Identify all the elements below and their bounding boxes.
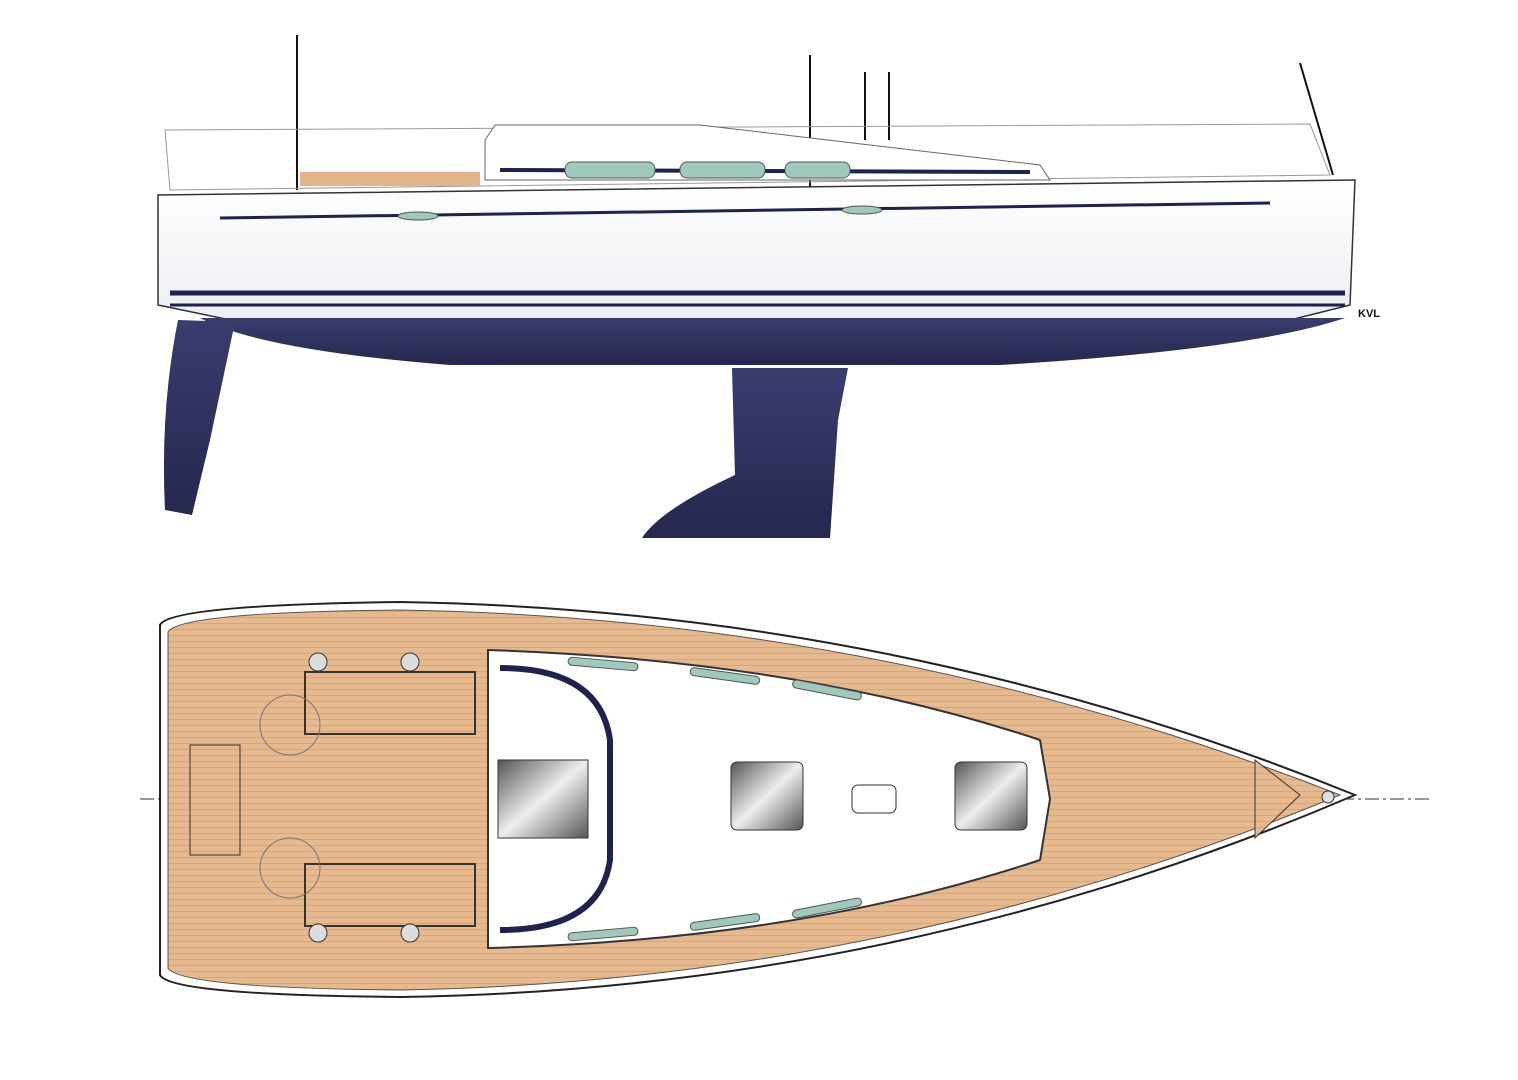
companionway-hatch: [497, 759, 589, 839]
mast-step: [851, 784, 897, 814]
guardrail: [164, 123, 1331, 191]
hull-topsides: [157, 179, 1356, 323]
deck-plan: [140, 600, 1430, 999]
bow-locker: [1254, 758, 1301, 840]
sprayhood-frame: [499, 665, 613, 933]
forestay: [1299, 62, 1334, 176]
cockpit-teak: [300, 172, 480, 186]
designer-mark: KVL: [1358, 308, 1380, 320]
deck-portlights: [567, 656, 862, 942]
winches: [308, 652, 420, 943]
steering-wheels: [259, 694, 321, 899]
hatch-2: [954, 761, 1028, 831]
keel: [642, 368, 848, 538]
cockpit-seat-starboard: [304, 863, 476, 927]
hatch-1: [730, 761, 804, 831]
rudder: [163, 320, 235, 515]
portlights: [564, 161, 851, 179]
hull-bottom: [200, 318, 1345, 365]
side-view: [157, 35, 1356, 538]
bow-fitting: [1321, 790, 1335, 804]
sheer-stripe: [219, 201, 1271, 220]
transom-locker: [189, 744, 241, 856]
cockpit-seat-port: [304, 671, 476, 735]
